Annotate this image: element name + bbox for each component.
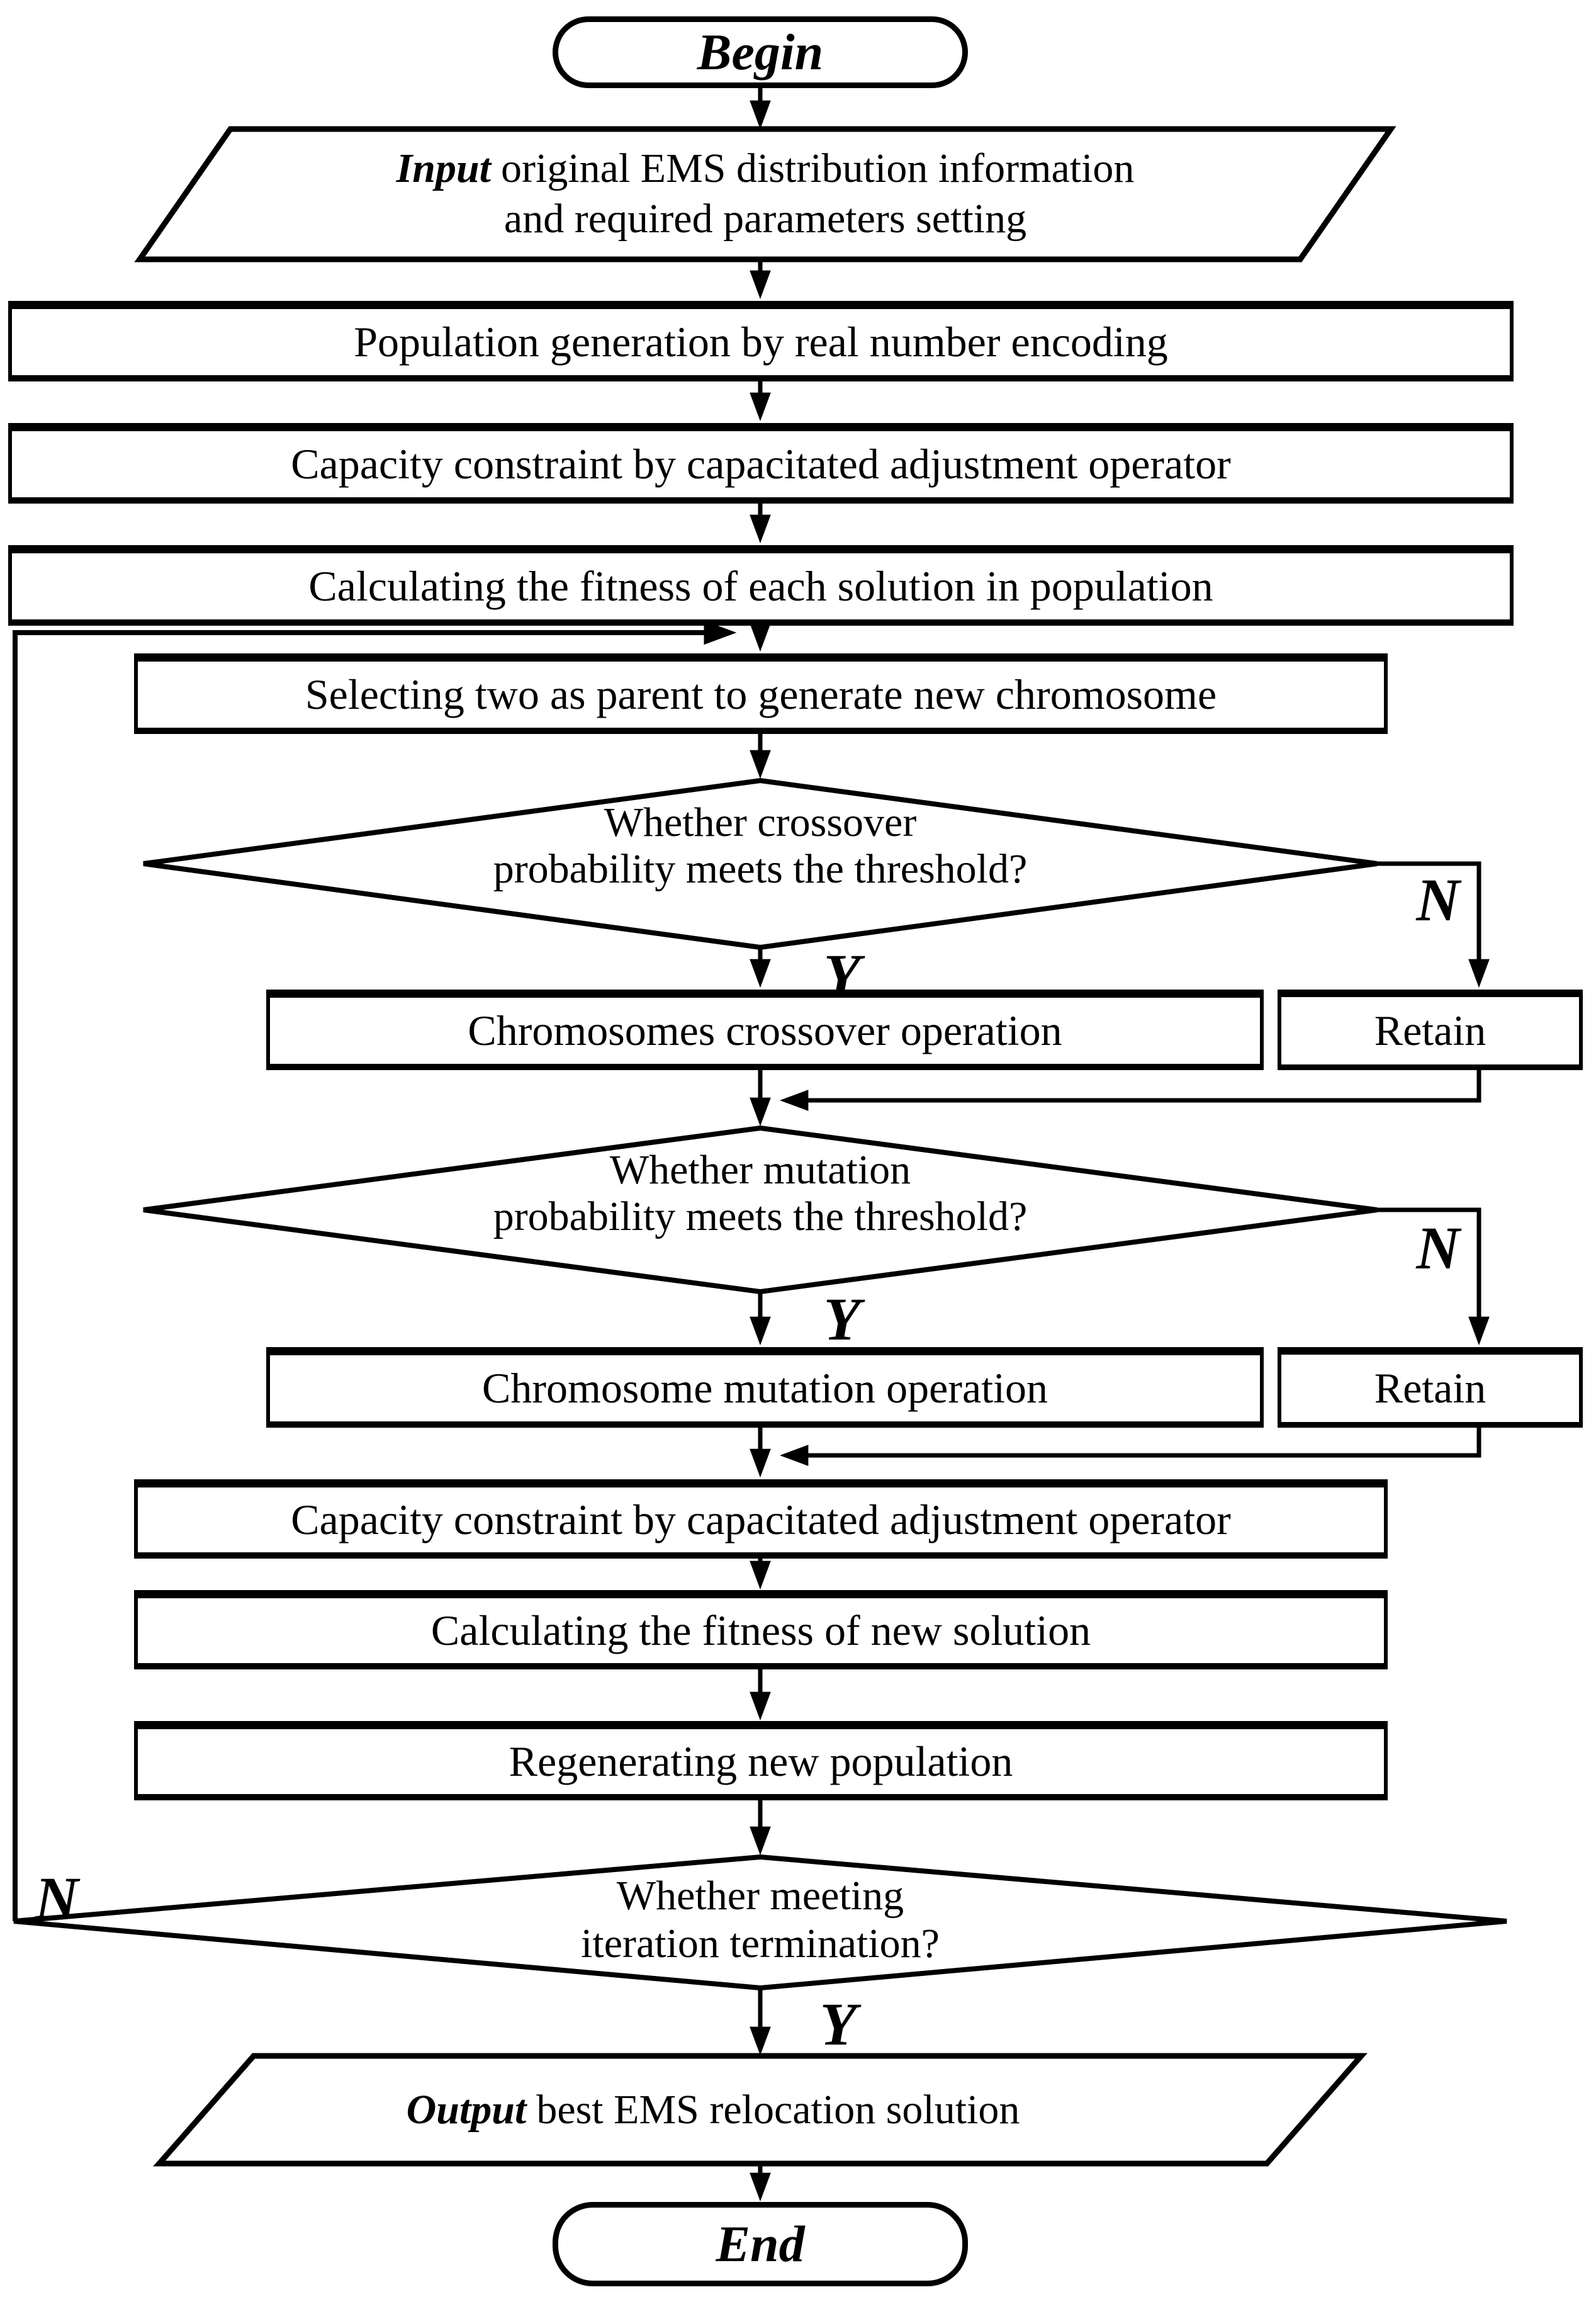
step-crossover-operation-label: Chromosomes crossover operation — [468, 1006, 1062, 1054]
mutation-no-label: N — [1416, 1214, 1460, 1282]
step-regenerating-population: Regenerating new population — [134, 1721, 1388, 1800]
mutation-decision-text: Whether mutation probability meets the t… — [194, 1147, 1327, 1240]
step-capacity-constraint-1-label: Capacity constraint by capacitated adjus… — [291, 439, 1231, 488]
step-fitness-each-solution: Calculating the fitness of each solution… — [8, 545, 1514, 626]
step-capacity-constraint-1: Capacity constraint by capacitated adjus… — [8, 423, 1514, 504]
merge-after-crossover — [779, 1070, 1481, 1111]
retain-mutation-label: Retain — [1374, 1364, 1486, 1412]
step-capacity-constraint-2-label: Capacity constraint by capacitated adjus… — [291, 1495, 1231, 1544]
output-parallelogram — [153, 2053, 1368, 2167]
crossover-decision-line1: Whether crossover — [604, 799, 917, 845]
crossover-decision-line2: probability meets the threshold? — [493, 846, 1028, 892]
step-regenerating-population-label: Regenerating new population — [509, 1737, 1013, 1785]
step-population-generation: Population generation by real number enc… — [8, 301, 1514, 381]
input-keyword: Input — [396, 145, 491, 191]
termination-yes-label: Y — [819, 1990, 857, 2058]
termination-no-label: N — [35, 1865, 79, 1932]
output-line1-rest: best EMS relocation solution — [536, 2087, 1020, 2133]
step-capacity-constraint-2: Capacity constraint by capacitated adjus… — [134, 1479, 1388, 1559]
step-selecting-parents-label: Selecting two as parent to generate new … — [305, 670, 1217, 718]
step-mutation-operation-label: Chromosome mutation operation — [482, 1363, 1048, 1412]
loop-no-termination-line — [13, 620, 737, 1921]
begin-label: Begin — [697, 23, 824, 81]
mutation-decision-line2: probability meets the threshold? — [493, 1194, 1028, 1239]
termination-decision-line2: iteration termination? — [581, 1921, 940, 1967]
step-fitness-new-solution: Calculating the fitness of new solution — [134, 1590, 1388, 1669]
step-crossover-operation: Chromosomes crossover operation — [266, 990, 1264, 1070]
input-parallelogram — [134, 126, 1396, 262]
step-fitness-each-solution-label: Calculating the fitness of each solution… — [308, 562, 1213, 610]
step-fitness-new-solution-label: Calculating the fitness of new solution — [430, 1606, 1091, 1654]
termination-decision-text: Whether meeting iteration termination? — [194, 1872, 1327, 1968]
termination-decision-line1: Whether meeting — [616, 1873, 904, 1919]
input-line1-rest: original EMS distribution information — [501, 145, 1135, 191]
end-terminal: End — [553, 2202, 968, 2286]
step-population-generation-label: Population generation by real number enc… — [354, 317, 1168, 366]
mutation-decision-line1: Whether mutation — [609, 1147, 911, 1193]
retain-crossover-box: Retain — [1278, 990, 1583, 1070]
begin-terminal: Begin — [553, 16, 968, 88]
retain-crossover-label: Retain — [1374, 1007, 1486, 1054]
crossover-no-label: N — [1416, 866, 1460, 934]
mutation-yes-label: Y — [823, 1285, 861, 1353]
end-label: End — [716, 2215, 805, 2272]
retain-mutation-box: Retain — [1278, 1347, 1583, 1428]
mutation-decision-diamond — [143, 1125, 1378, 1295]
step-selecting-parents: Selecting two as parent to generate new … — [134, 653, 1388, 734]
merge-after-mutation — [779, 1428, 1481, 1466]
crossover-decision-text: Whether crossover probability meets the … — [194, 799, 1327, 893]
output-keyword: Output — [406, 2087, 527, 2133]
crossover-decision-diamond — [143, 777, 1378, 951]
arrow-no-crossover — [1377, 861, 1490, 988]
termination-decision-diamond — [13, 1854, 1507, 1991]
arrow-no-mutation — [1377, 1207, 1490, 1346]
input-line2: and required parameters setting — [503, 196, 1027, 242]
step-mutation-operation: Chromosome mutation operation — [266, 1347, 1264, 1428]
